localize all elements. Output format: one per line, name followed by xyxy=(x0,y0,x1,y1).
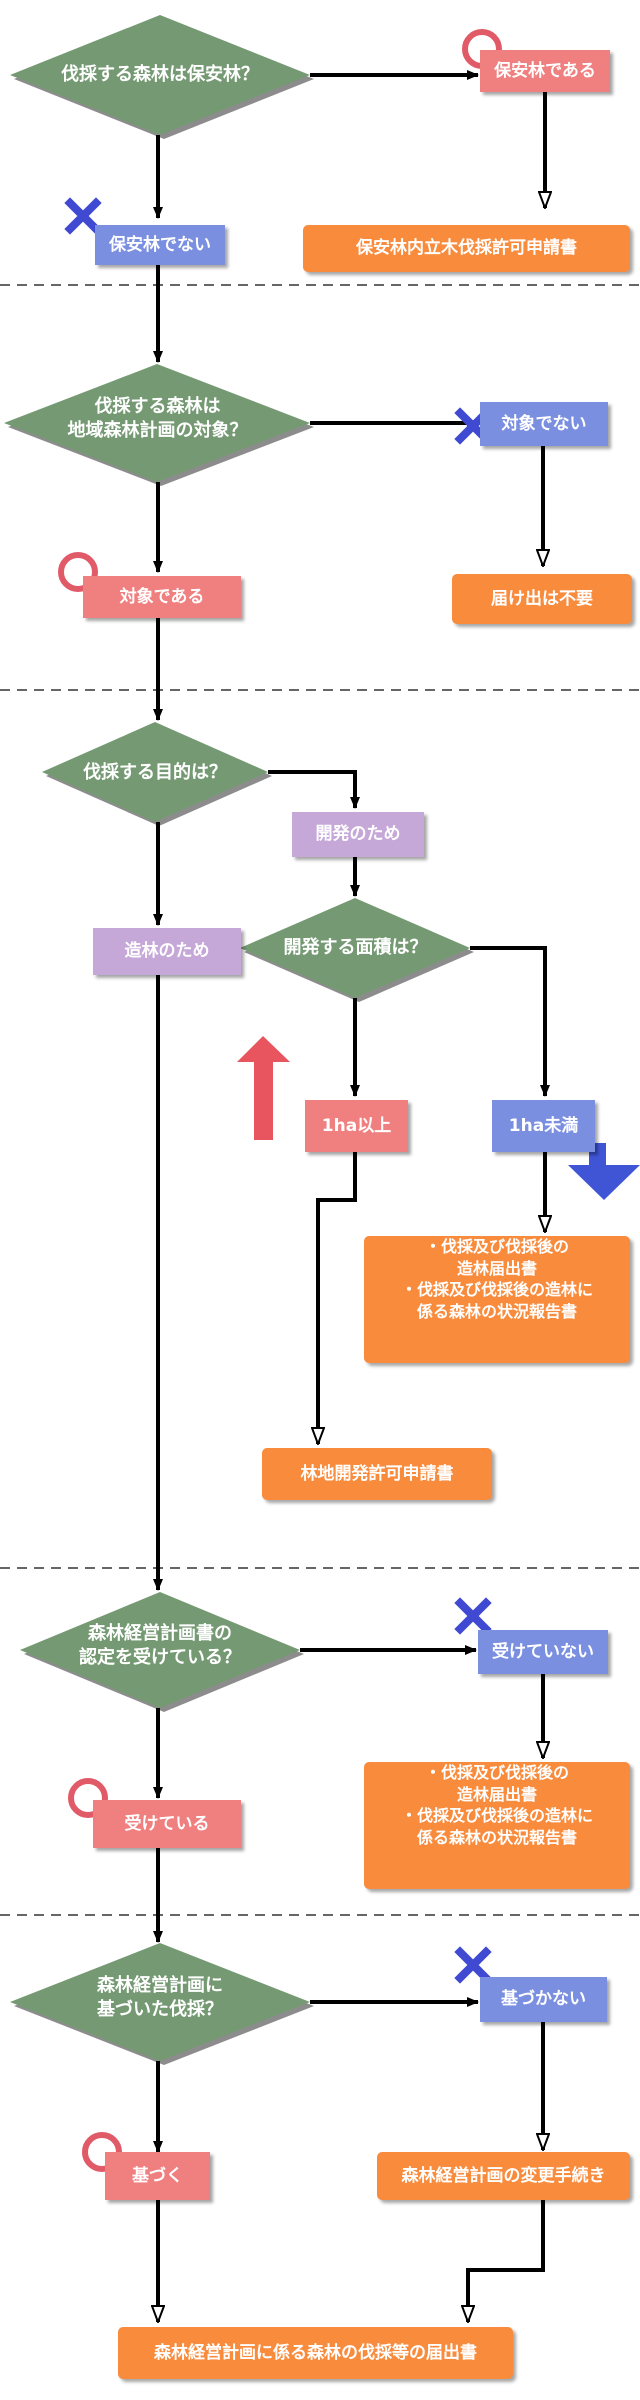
decision-based-on-management-plan: 森林経営計画に 基づいた伐採？ xyxy=(30,1974,290,2030)
connector xyxy=(268,770,360,809)
result-forest-development-permit: 林地開発許可申請書 xyxy=(262,1448,492,1500)
cross-icon xyxy=(454,1946,492,1984)
connector xyxy=(318,1152,357,1444)
decision-4-line-1: 森林経営計画書の xyxy=(88,1623,232,1644)
decision-4-line-2: 認定を受けている？ xyxy=(79,1647,241,1669)
connector xyxy=(470,946,550,1097)
notice-line-3: ・伐採及び伐採後の造林に xyxy=(400,1280,593,1300)
box-over-1ha: 1ha以上 xyxy=(305,1100,408,1152)
decision-regional-plan-target: 伐採する森林は 地域森林計画の対象？ xyxy=(10,395,305,451)
decision-4-shape xyxy=(20,1592,304,1712)
circle-icon xyxy=(68,1778,108,1818)
decision-3b-shape xyxy=(240,898,474,1002)
notice-line-1: ・伐採及び伐採後の xyxy=(424,1763,569,1782)
result-felling-reforestation-notice: ・伐採及び伐採後の 造林届出書 ・伐採及び伐採後の造林に 係る森林の状況報告書 xyxy=(364,1236,630,1363)
result-felling-reforestation-notice-2: ・伐採及び伐採後の 造林届出書 ・伐採及び伐採後の造林に 係る森林の状況報告書 xyxy=(364,1762,630,1889)
box-protected-forest: 保安林である xyxy=(480,50,610,92)
decision-shapes xyxy=(4,15,474,2065)
decision-5-line-1: 森林経営計画に xyxy=(97,1975,223,1996)
decision-felling-purpose: 伐採する目的は？ xyxy=(83,761,227,783)
connector xyxy=(468,2200,545,2322)
box-not-target: 対象でない xyxy=(480,402,608,446)
notice-line-2: 造林届出書 xyxy=(456,1784,537,1804)
box-based: 基づく xyxy=(105,2152,210,2200)
result-felling-notice-final: 森林経営計画に係る森林の伐採等の届出書 xyxy=(118,2327,513,2379)
result-notice-not-required: 届け出は不要 xyxy=(452,574,632,624)
box-not-based: 基づかない xyxy=(480,1977,607,2022)
decision-development-area: 開発する面積は？ xyxy=(283,936,428,958)
box-for-development: 開発のため xyxy=(292,812,424,857)
notice-line-4: 係る森林の状況報告書 xyxy=(416,1301,577,1321)
decision-2-shape xyxy=(4,364,314,486)
decision-3-shape xyxy=(42,722,272,826)
decision-forest-is-protected: 伐採する森林は保安林？ xyxy=(61,63,259,85)
connectors xyxy=(158,70,550,2322)
box-not-protected-forest: 保安林でない xyxy=(95,225,225,265)
notice-line-1: ・伐採及び伐採後の xyxy=(424,1237,569,1256)
notice-line-4: 係る森林の状況報告書 xyxy=(416,1827,577,1847)
notice-line-2: 造林届出書 xyxy=(456,1258,537,1278)
result-tree-felling-permit: 保安林内立木伐採許可申請書 xyxy=(303,225,630,272)
cross-icon xyxy=(64,197,102,235)
decision-5-shape xyxy=(10,1943,314,2065)
notice-line-3: ・伐採及び伐採後の造林に xyxy=(400,1806,593,1826)
decision-management-plan-certified: 森林経営計画書の 認定を受けている？ xyxy=(35,1622,285,1678)
arrow-down-icon xyxy=(568,1143,640,1200)
circle-icon xyxy=(58,552,98,592)
result-plan-change-procedure: 森林経営計画の変更手続き xyxy=(377,2152,630,2200)
decision-1-shape xyxy=(10,15,314,139)
box-for-afforestation: 造林のため xyxy=(93,928,241,975)
box-under-1ha: 1ha未満 xyxy=(492,1100,595,1152)
box-certified: 受けている xyxy=(93,1800,241,1848)
decision-5-line-2: 基づいた伐採？ xyxy=(97,1999,223,2021)
decision-2-line-1: 伐採する森林は xyxy=(94,396,221,417)
box-not-certified: 受けていない xyxy=(478,1630,608,1674)
cross-icon xyxy=(454,1597,492,1635)
arrow-up-icon xyxy=(237,1036,290,1140)
decision-2-line-2: 地域森林計画の対象？ xyxy=(67,420,248,442)
box-is-target: 対象である xyxy=(83,576,241,618)
section-separators xyxy=(0,284,640,1916)
